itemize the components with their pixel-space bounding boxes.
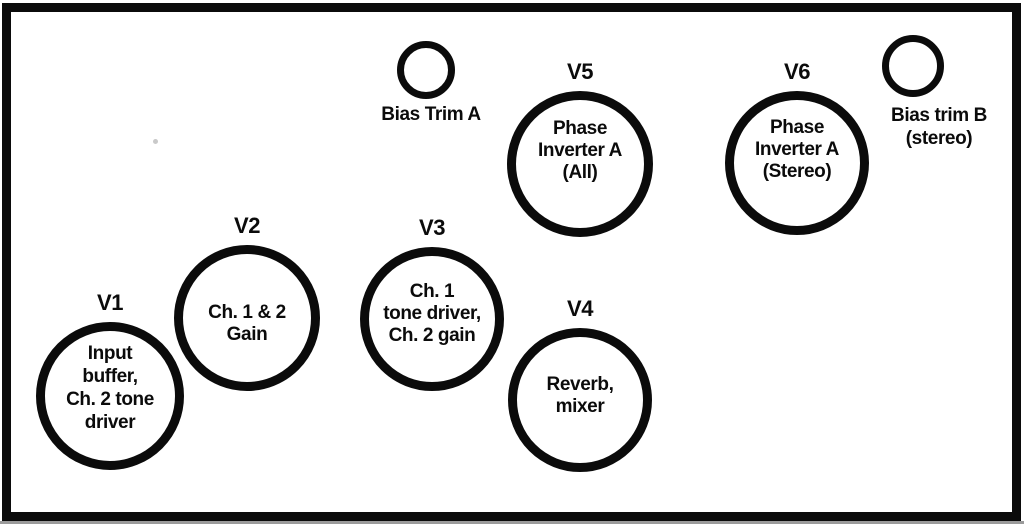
bias-trim-a-caption: Bias Trim A: [351, 103, 511, 126]
tube-v4-circle: Reverb, mixer: [508, 328, 652, 472]
tube-v2-function-line: Ch. 1 & 2: [208, 302, 286, 323]
tube-v1-function: Input buffer, Ch. 2 tone driver: [66, 342, 154, 434]
tube-v4-label: V4: [567, 296, 593, 321]
tube-v5-label: V5: [567, 59, 593, 84]
bias-trim-a-caption-line: Bias Trim A: [381, 104, 481, 125]
tube-v5-function-line: Inverter A: [538, 140, 622, 161]
bias-trim-b-caption: Bias trim B (stereo): [859, 104, 1019, 150]
tube-v5-circle: Phase Inverter A (All): [507, 91, 653, 237]
tube-v3-function: Ch. 1 tone driver, Ch. 2 gain: [383, 281, 481, 347]
bias-trim-b-caption-line: (stereo): [905, 128, 973, 149]
tube-v2: V2 Ch. 1 & 2 Gain: [174, 213, 320, 391]
tube-v3-function-line: Ch. 2 gain: [388, 325, 476, 346]
bias-trim-a-hole: [397, 41, 455, 99]
tube-v1-function-line: driver: [84, 412, 136, 433]
bias-trim-b-caption-line: Bias trim B: [891, 105, 987, 126]
tube-v6-label: V6: [784, 59, 810, 84]
tube-v6-function-line: Inverter A: [755, 139, 839, 160]
tube-v3-function-line: Ch. 1: [409, 281, 455, 302]
bias-trim-b-hole: [882, 35, 944, 97]
tube-v5-function: Phase Inverter A (All): [538, 118, 622, 184]
tube-v4-function-line: Reverb,: [546, 374, 614, 395]
tube-v4-function-line: mixer: [555, 396, 605, 417]
tube-v2-label: V2: [234, 213, 260, 238]
tube-v2-function: Ch. 1 & 2 Gain: [208, 302, 286, 346]
tube-v5-function-line: (All): [562, 162, 598, 183]
tube-v1: V1 Input buffer, Ch. 2 tone driver: [36, 290, 184, 470]
chassis-outline: [2, 3, 1021, 521]
tube-v3-circle: Ch. 1 tone driver, Ch. 2 gain: [360, 247, 504, 391]
tube-v6-function: Phase Inverter A (Stereo): [755, 117, 839, 183]
tube-v6: V6 Phase Inverter A (Stereo): [725, 59, 869, 235]
tube-v3-label: V3: [419, 215, 445, 240]
tube-v1-circle: Input buffer, Ch. 2 tone driver: [36, 322, 184, 470]
tube-v1-function-line: Input: [87, 343, 133, 364]
tube-v6-circle: Phase Inverter A (Stereo): [725, 91, 869, 235]
tube-v4: V4 Reverb, mixer: [508, 296, 652, 472]
tube-v4-function: Reverb, mixer: [547, 374, 614, 418]
tube-v5-function-line: Phase: [553, 118, 607, 139]
tube-v3: V3 Ch. 1 tone driver, Ch. 2 gain: [360, 215, 504, 391]
tube-v2-function-line: Gain: [226, 324, 268, 345]
tube-v2-circle: Ch. 1 & 2 Gain: [174, 245, 320, 391]
tube-v5: V5 Phase Inverter A (All): [507, 59, 653, 237]
tube-v1-function-line: buffer,: [82, 366, 138, 387]
scan-edge-shadow: [0, 521, 1024, 524]
tube-v3-function-line: tone driver,: [383, 303, 481, 324]
tube-v1-function-line: Ch. 2 tone: [66, 389, 154, 410]
tube-v6-function-line: (Stereo): [762, 161, 832, 182]
tube-v1-label: V1: [97, 290, 123, 315]
scan-speck: [153, 139, 158, 144]
tube-v6-function-line: Phase: [770, 117, 824, 138]
